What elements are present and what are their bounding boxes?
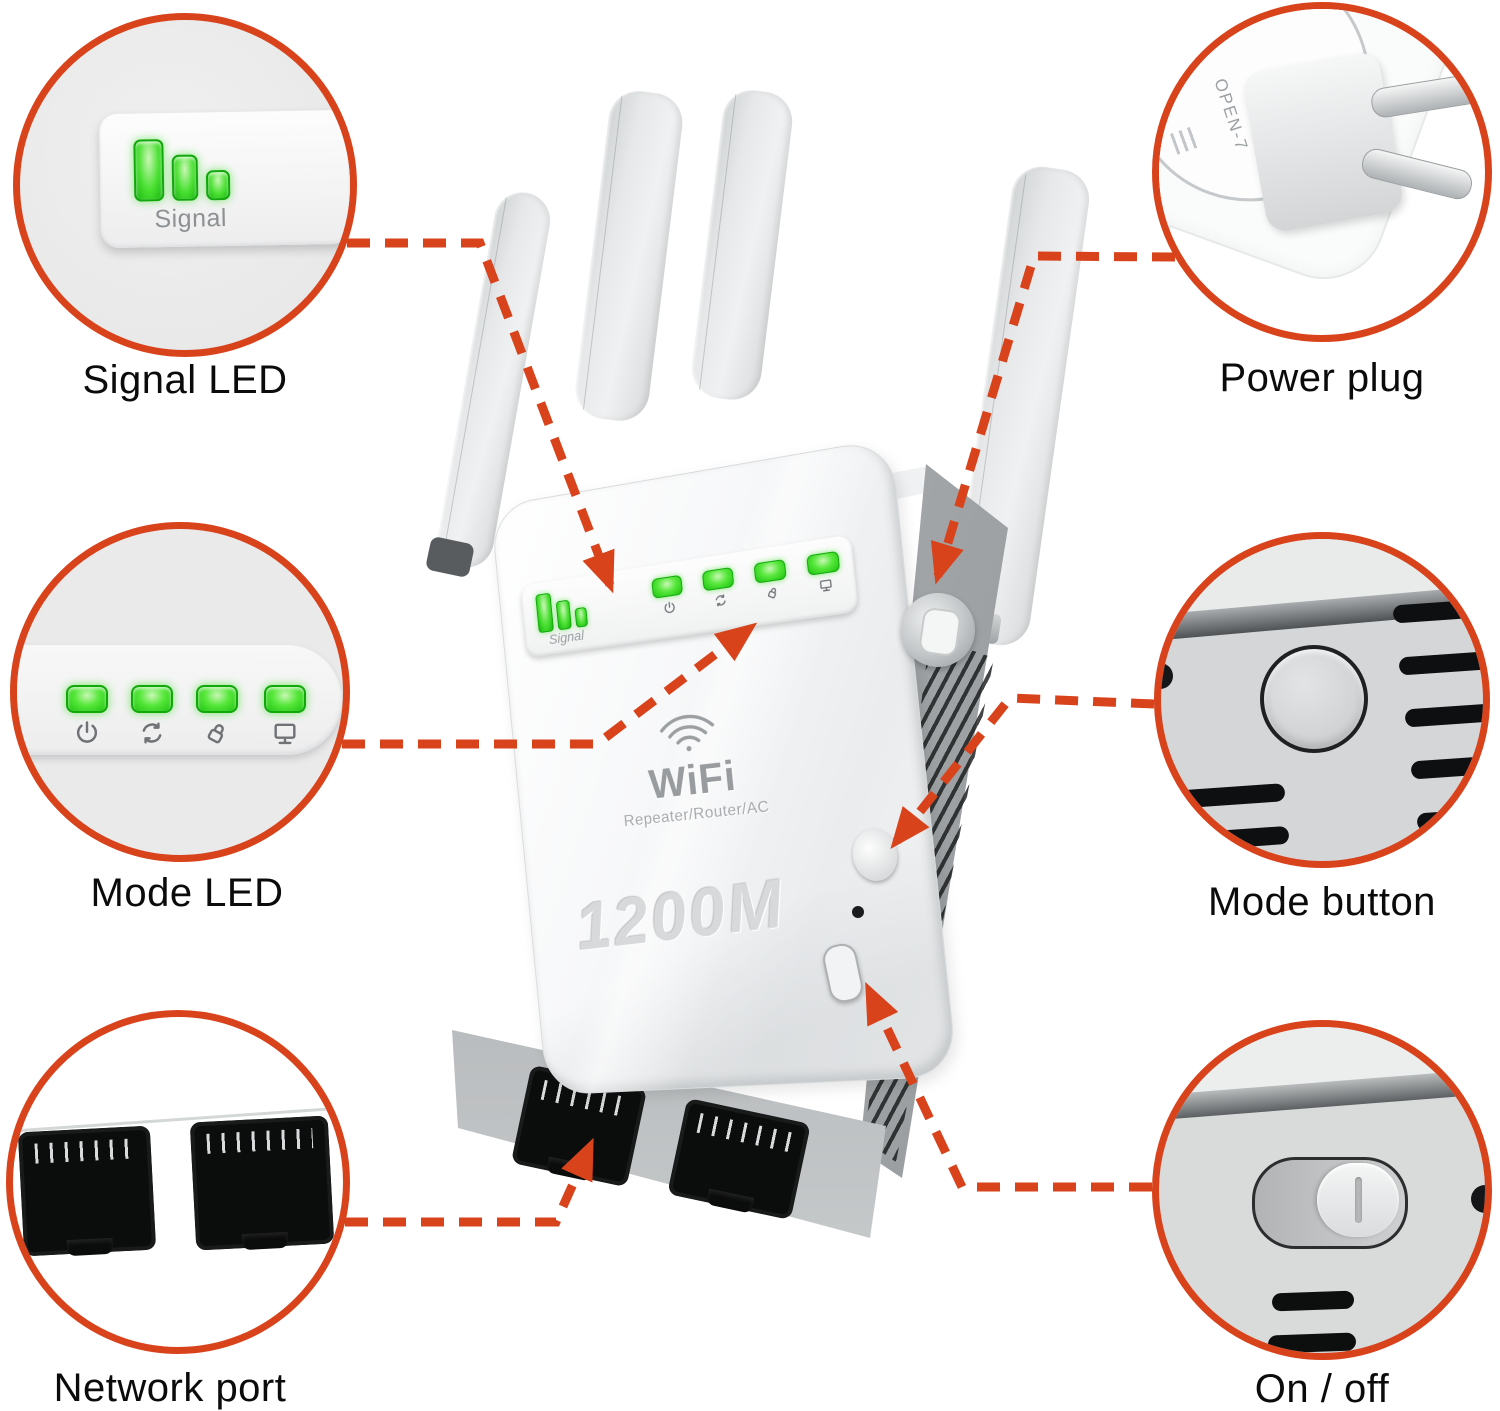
device-ethernet-port-2 (667, 1097, 811, 1221)
rj45-notch (241, 1231, 289, 1251)
repeater-led (131, 685, 173, 713)
power-switch-marker (1355, 1177, 1362, 1223)
power-switch-knob (1317, 1163, 1399, 1237)
callout-signal-led: Signal (13, 13, 357, 357)
power-icon (648, 598, 691, 624)
wps-led (196, 685, 238, 713)
vent-slot (1404, 700, 1483, 728)
signal-panel-label: Signal (154, 203, 228, 234)
rj45-pins (696, 1113, 793, 1153)
rj45-notch (545, 1156, 595, 1182)
device-led-panel: Signal (520, 534, 859, 659)
mode-led-repeater (696, 566, 742, 616)
callout-on-off (1152, 1020, 1492, 1360)
signal-bar-3 (205, 169, 231, 201)
signal-bar-1 (133, 139, 165, 202)
device-reset-hole (852, 906, 864, 918)
rj45-pins (34, 1138, 136, 1164)
power-led (66, 685, 108, 713)
screw-hole (1161, 663, 1173, 689)
signal-led-panel: Signal (98, 109, 350, 249)
label-mode-led: Mode LED (90, 871, 284, 915)
vent-slot (1416, 804, 1483, 832)
vent-slot (1271, 1290, 1355, 1312)
rj45-pins (206, 1128, 314, 1154)
signal-bar-3 (574, 606, 589, 628)
power-plug-body (1240, 50, 1406, 234)
repeat-icon (699, 590, 743, 616)
mode-led-ap (800, 550, 848, 601)
vent-slot (1172, 783, 1286, 809)
wifi-arcs-icon (548, 692, 835, 772)
mode-led-power (646, 574, 691, 623)
mode-led-wps (748, 558, 795, 608)
vent-slot (1168, 825, 1290, 853)
mode-led-power (57, 685, 117, 752)
ap-led (264, 685, 306, 713)
antenna-hinge (901, 593, 975, 667)
label-network-port: Network port (53, 1366, 287, 1410)
label-mode-button: Mode button (1208, 880, 1436, 924)
signal-bar-1 (535, 592, 555, 634)
screw-hole (1471, 1185, 1485, 1213)
vent-slot (1398, 648, 1483, 676)
line-mode-button (890, 693, 1155, 850)
mode-led-repeater (122, 685, 182, 752)
antenna-right (948, 162, 1094, 650)
lan-monitor-icon (803, 574, 849, 601)
power-switch (1252, 1157, 1408, 1249)
power-icon (57, 719, 117, 752)
rj45-notch (705, 1188, 755, 1214)
label-power-plug: Power plug (1219, 356, 1425, 400)
lan-monitor-icon (255, 719, 315, 752)
callout-network-port (6, 1010, 350, 1354)
signal-led-bars (133, 139, 231, 202)
ap-led (806, 550, 841, 576)
antenna-center-left (572, 87, 686, 425)
wps-lock-icon (187, 719, 247, 752)
mode-button (1260, 645, 1368, 753)
wps-led (753, 558, 787, 584)
mode-led-wps (187, 685, 247, 752)
callout-power-plug: OPEN-7 (1152, 2, 1492, 342)
signal-bar-2 (171, 154, 199, 201)
signal-bar-2 (555, 599, 572, 631)
rj45-notch (66, 1237, 114, 1257)
wps-lock-icon (750, 582, 795, 608)
vent-slot (1410, 752, 1483, 780)
device-front-face: Signal (490, 437, 959, 1096)
antenna-hinge-core (917, 606, 963, 658)
callout-mode-button (1154, 532, 1490, 868)
power-led (651, 574, 684, 599)
callout-mode-led (10, 522, 350, 862)
label-signal-led: Signal LED (82, 358, 288, 402)
antenna-center-right (688, 86, 796, 404)
ethernet-port-2 (189, 1115, 335, 1251)
repeater-led (701, 566, 735, 592)
wifi-logo-block: WiFi Repeater/Router/AC (548, 692, 842, 838)
vent-slot (1267, 1332, 1357, 1353)
repeat-icon (122, 719, 182, 752)
ethernet-port-1 (17, 1125, 157, 1257)
label-on-off: On / off (1254, 1367, 1390, 1411)
mode-led-ap (255, 685, 315, 752)
